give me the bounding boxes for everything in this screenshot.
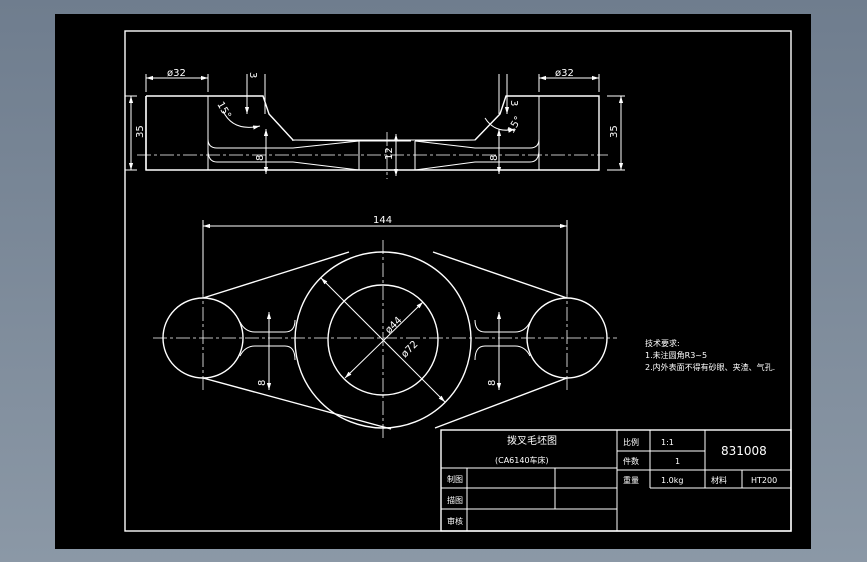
- dim-top-left-dia: ø32: [167, 68, 186, 79]
- dim-inner-dia: ø44: [383, 315, 404, 336]
- notes-line2: 2.内外表面不得有砂眼、夹渣、气孔.: [645, 362, 775, 372]
- title-block: [440, 429, 792, 532]
- dim-height-left: 35: [135, 125, 146, 138]
- technical-notes: 技术要求: 1.未注圆角R3~5 2.内外表面不得有砂眼、夹渣、气孔.: [645, 338, 775, 372]
- material-label: 材料: [711, 475, 727, 485]
- dim-angle-right: 15°: [506, 115, 524, 136]
- plan-view: [153, 220, 617, 440]
- drawing-number: 831008: [721, 444, 767, 458]
- dim-outer-dia: ø72: [399, 339, 420, 360]
- qty-value: 1: [675, 457, 680, 466]
- dim-rib-left: 8: [257, 380, 268, 386]
- drawing-canvas: ø32 ø32 3 3 15° 15° 35 35 8 8 12: [124, 30, 792, 532]
- dim-center-thick: 12: [384, 147, 395, 160]
- drawing-sheet: ø32 ø32 3 3 15° 15° 35 35 8 8 12: [55, 14, 811, 549]
- dim-web-left: 8: [255, 155, 266, 161]
- drafted-label: 描图: [447, 495, 463, 505]
- weight-value: 1.0kg: [661, 476, 683, 485]
- material-value: HT200: [751, 476, 777, 485]
- notes-line1: 1.未注圆角R3~5: [645, 350, 707, 360]
- dim-chamfer-left: 3: [247, 72, 258, 78]
- dim-height-right: 35: [609, 125, 620, 138]
- dim-angle-left: 15°: [214, 100, 232, 121]
- dim-web-right: 8: [489, 155, 500, 161]
- qty-label: 件数: [623, 456, 639, 466]
- machine-name: (CA6140车床): [495, 455, 549, 465]
- checked-label: 审核: [447, 516, 463, 526]
- part-name: 拨叉毛坯图: [507, 434, 557, 447]
- title-block-text: 拨叉毛坯图 (CA6140车床) 比例 1:1 件数 1 831008 重量 1…: [447, 434, 777, 526]
- section-view: [125, 74, 625, 179]
- dim-overall-length: 144: [373, 215, 392, 226]
- scale-value: 1:1: [661, 438, 674, 447]
- weight-label: 重量: [623, 475, 639, 485]
- dim-rib-right: 8: [487, 380, 498, 386]
- drawn-label: 制图: [447, 474, 463, 484]
- notes-title: 技术要求:: [645, 338, 680, 348]
- dim-chamfer-right: 3: [508, 100, 519, 106]
- scale-label: 比例: [623, 437, 639, 447]
- dim-top-right-dia: ø32: [555, 68, 574, 79]
